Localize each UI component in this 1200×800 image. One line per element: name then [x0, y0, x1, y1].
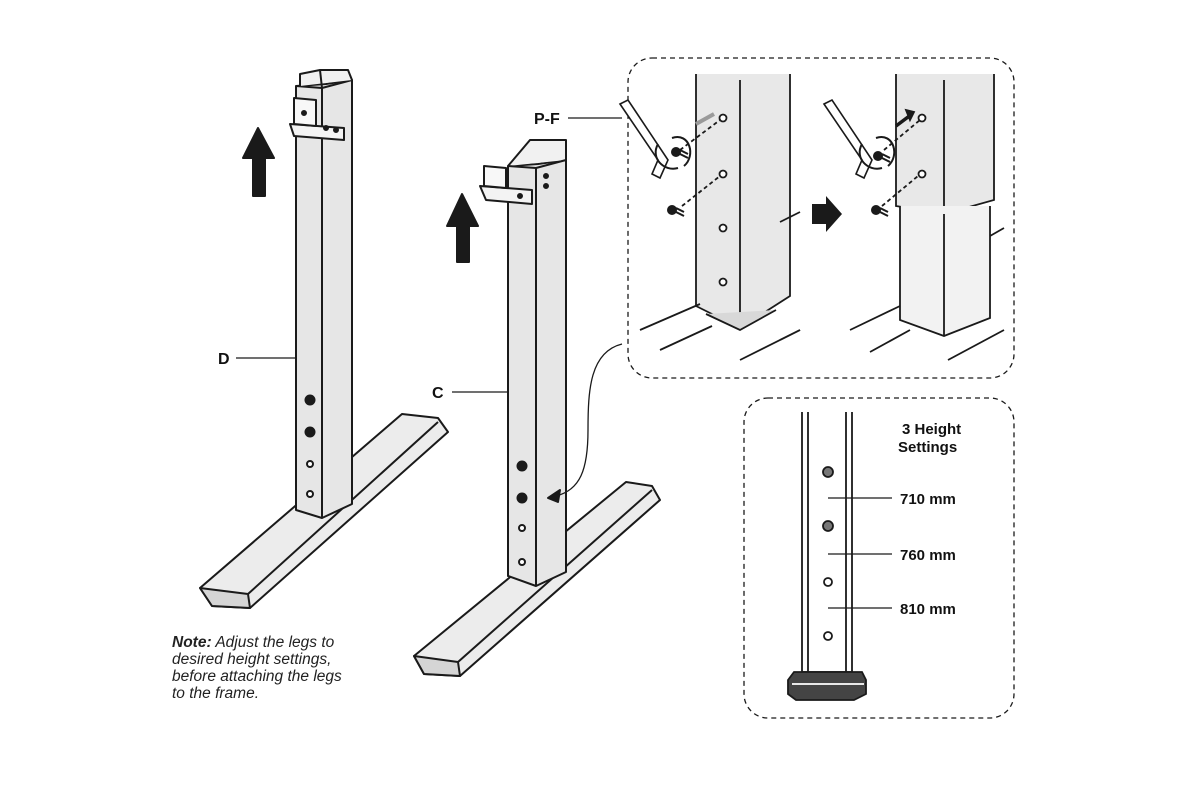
- note-line-1: Adjust the legs to: [215, 634, 335, 651]
- height-option-810: 810 mm: [900, 601, 956, 618]
- assembly-note: Note: Adjust the legs to desired height …: [172, 634, 402, 702]
- leg-d: [199, 69, 449, 609]
- part-pf-label: P-F: [534, 111, 560, 128]
- leg-d-label: D: [218, 351, 230, 368]
- next-step-arrow-icon: [812, 196, 842, 232]
- rotate-icon: [654, 143, 679, 170]
- note-line-2: desired height settings,: [172, 651, 332, 668]
- height-settings-title-line1: 3 Height: [902, 421, 961, 438]
- leg-c-column: [479, 139, 567, 587]
- allen-key-icon: [822, 98, 873, 180]
- leg-d-column: [289, 69, 353, 519]
- note-prefix: Note:: [172, 634, 212, 651]
- detail-pointer-arrow: [555, 343, 623, 497]
- leg-c-label: C: [432, 385, 444, 402]
- up-arrow-icon: [242, 127, 275, 197]
- height-settings-panel: [743, 397, 1015, 719]
- allen-key-icon: [618, 98, 669, 180]
- adjustment-detail-panel: [568, 57, 1015, 379]
- leg-c: [413, 139, 661, 677]
- rotate-icon: [858, 143, 883, 170]
- note-line-4: to the frame.: [172, 685, 260, 702]
- note-line-3: before attaching the legs: [172, 668, 342, 685]
- arrowhead-icon: [547, 489, 561, 503]
- leg-foot-pad: [787, 671, 867, 701]
- height-settings-title-line2: Settings: [898, 439, 957, 456]
- height-option-710: 710 mm: [900, 491, 956, 508]
- up-arrow-icon: [446, 193, 479, 263]
- arrow-out-icon: [695, 112, 715, 126]
- height-option-760: 760 mm: [900, 547, 956, 564]
